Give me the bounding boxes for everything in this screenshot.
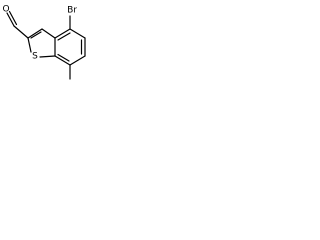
oxygen-atom-label: O — [2, 5, 9, 15]
sulfur-atom-label: S — [32, 52, 38, 62]
benzene-c7-c7a-double-bond — [57, 53, 70, 62]
aldehyde-carbon-oxygen-bond — [6, 12, 15, 27]
benzene-c6-c7-bond — [69, 55, 86, 66]
aldehyde-carbon-oxygen-double-bond — [8, 10, 18, 26]
thiophene-sulfur-c7a-bond — [39, 55, 56, 58]
molecule-structure-diagram: O S Br — [2, 5, 86, 80]
aldehyde-to-ring-bond — [13, 25, 29, 39]
thiophene-c2-sulfur-bond — [27, 37, 32, 53]
thiophene-c2-c3-double-bond — [30, 31, 42, 39]
benzene-c3a-c4-double-bond — [57, 32, 71, 41]
benzene-c4-c5-bond — [69, 28, 86, 39]
thiophene-c3-c3a-bond — [41, 28, 56, 39]
bromine-atom-label: Br — [67, 6, 77, 16]
thiophene-c2-c3-bond — [27, 28, 43, 39]
benzene-c7-c7a-bond — [54, 55, 71, 66]
benzene-c3a-c4-bond — [54, 28, 71, 39]
